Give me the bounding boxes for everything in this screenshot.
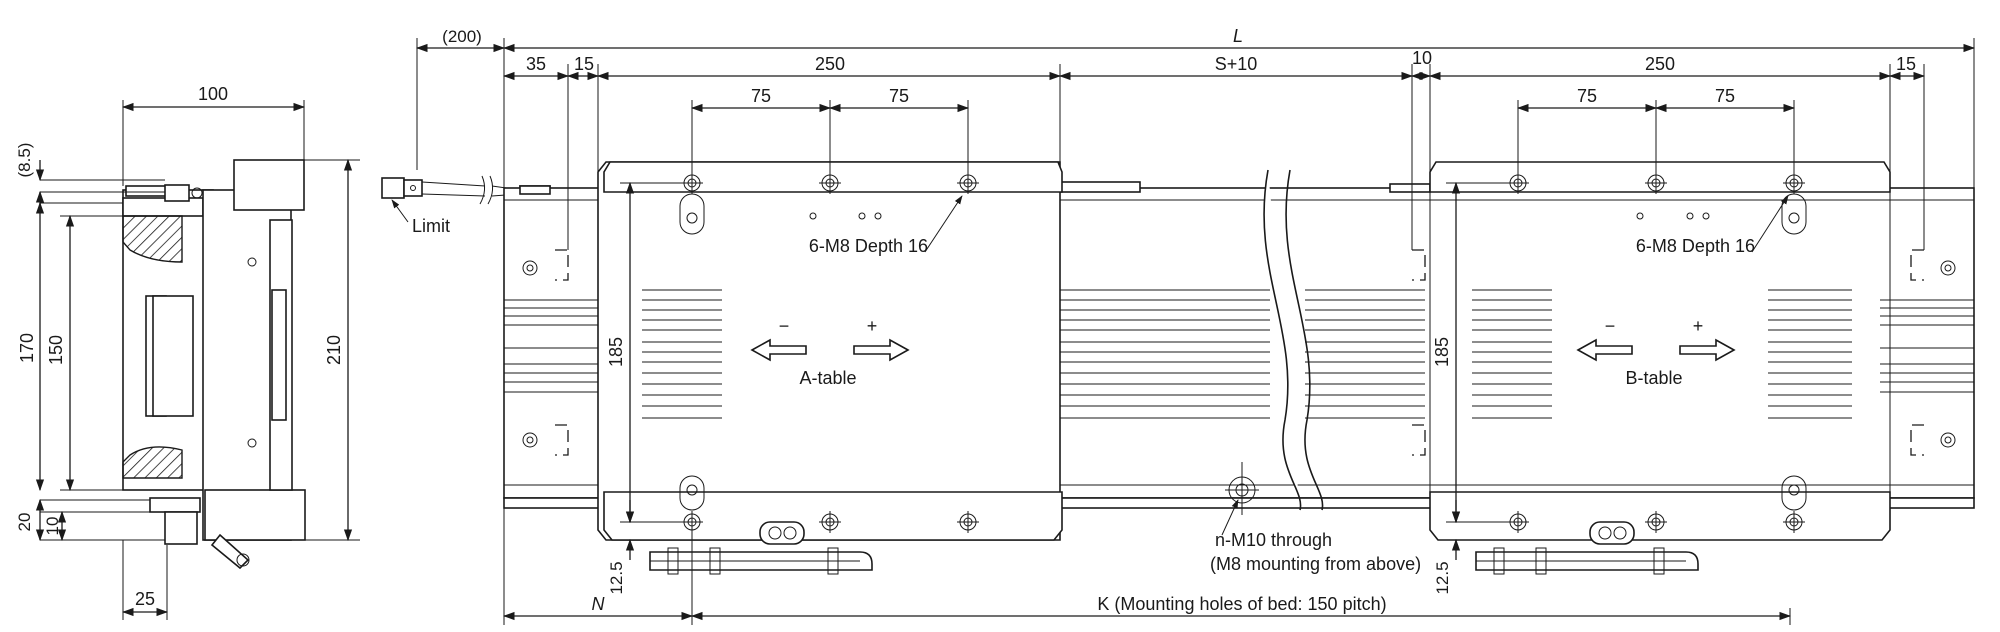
dim-L-label: L [1233,26,1243,46]
side-inner-height-label: 150 [46,335,66,365]
bottom-dimensions: N K (Mounting holes of bed: 150 pitch) [502,508,1792,625]
side-top-offset-label: (8.5) [15,143,34,178]
dim-15-left-label: 15 [574,54,594,74]
groove-bundle-left [504,299,600,393]
side-bottom-width-label: 25 [135,589,155,609]
dim-a-75-1-label: 75 [751,86,771,106]
dim-35-label: 35 [526,54,546,74]
b-table-grooves-right [1768,289,1852,419]
bed-hole-note-line1: n-M10 through [1215,530,1332,550]
connector-limit-label: Limit [412,216,450,236]
top-dimensions: L 35 15 250 S+10 10 250 15 75 75 75 75 [502,26,1976,250]
a-table-grooves-left [642,289,722,419]
dim-K-label: K (Mounting holes of bed: 150 pitch) [1097,594,1386,614]
dim-N-label: N [592,594,606,614]
dim-250-a-label: 250 [815,54,845,74]
side-bottom-10-label: 10 [43,517,62,536]
side-view: 100 (8.5) 170 150 210 20 10 25 [15,84,360,620]
b-table-tap-note: 6-M8 Depth 16 [1636,236,1755,256]
side-width-label: 100 [198,84,228,104]
a-table-tap-note: 6-M8 Depth 16 [809,236,928,256]
side-total-height-label: 210 [324,335,344,365]
dim-s-plus-10-label: S+10 [1215,54,1258,74]
dim-15-right-label: 15 [1896,54,1916,74]
b-table-minus: − [1605,316,1616,336]
groove-bundle-right [1880,299,1974,393]
dim-b-75-2-label: 75 [1715,86,1735,106]
cable-length-label: (200) [442,27,482,46]
dim-10-label: 10 [1412,48,1432,68]
b-table-label: B-table [1625,368,1682,388]
b-table-bottom-offset-label: 12.5 [1433,561,1452,594]
dim-b-75-1-label: 75 [1577,86,1597,106]
a-table: − + A-table 6-M8 Depth 16 185 12.5 [597,161,1063,595]
b-table-height-label: 185 [1432,337,1452,367]
side-bottom-20-label: 20 [15,513,34,532]
side-overall-height-label: 170 [17,333,37,363]
bed-hole-note-line2: (M8 mounting from above) [1210,554,1421,574]
b-table-plus: + [1693,316,1704,336]
a-table-height-label: 185 [606,337,626,367]
b-table: − + B-table 6-M8 Depth 16 185 12.5 [1429,161,1891,595]
bed-hole-note: n-M10 through (M8 mounting from above) [1210,499,1421,574]
a-table-minus: − [779,316,790,336]
a-table-label: A-table [799,368,856,388]
a-table-bottom-offset-label: 12.5 [607,561,626,594]
dim-a-75-2-label: 75 [889,86,909,106]
dim-250-b-label: 250 [1645,54,1675,74]
a-table-plus: + [867,316,878,336]
b-table-grooves-left [1472,289,1552,419]
